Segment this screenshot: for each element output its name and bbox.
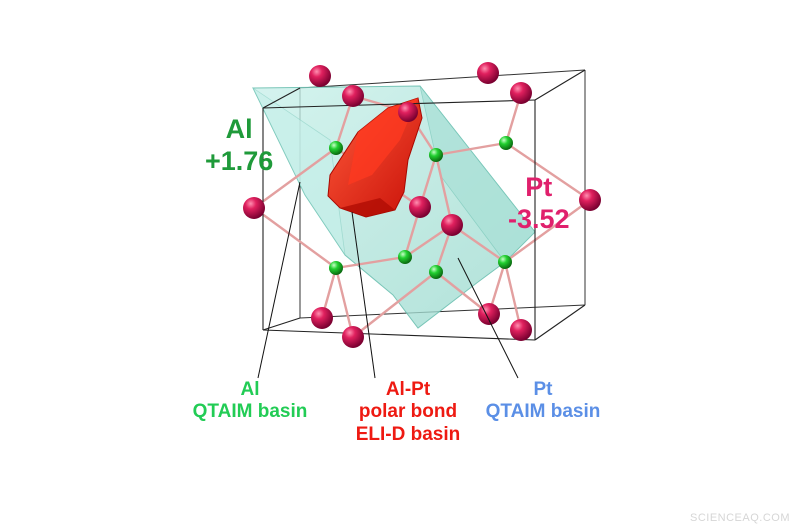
al-pt-bond	[334, 255, 407, 270]
pt-element-text: Pt	[525, 172, 553, 202]
cell-edge	[262, 99, 536, 109]
al-atom	[499, 136, 513, 150]
bond-basin-line2: polar bond	[358, 401, 458, 423]
al-pt-bond	[252, 206, 338, 270]
al-pt-bond	[434, 141, 508, 157]
al-pt-bond	[252, 146, 338, 210]
al-pt-bond	[434, 153, 454, 227]
pt-atom	[342, 326, 364, 348]
pt-charge-label: Pt -3.52	[508, 172, 570, 236]
bond-basin-line3: ELI-D basin	[355, 423, 461, 445]
pt-atom	[510, 82, 532, 104]
pt-atom	[477, 62, 499, 84]
al-charge-label: Al +1.76	[205, 114, 273, 178]
unit-cell-front-edges	[262, 69, 586, 341]
al-basin-leader	[257, 181, 301, 379]
al-atom	[498, 255, 512, 269]
bond-basin-leader	[351, 211, 376, 379]
cell-edge	[299, 69, 586, 89]
al-pt-bond	[351, 270, 438, 339]
al-atom	[329, 261, 343, 275]
al-atom	[429, 265, 443, 279]
pt-atom	[309, 65, 331, 87]
pt-qtaim-basin-label: Pt QTAIM basin	[468, 379, 618, 424]
al-pt-bond	[434, 270, 491, 316]
al-atom	[329, 141, 343, 155]
al-pt-bond	[334, 266, 355, 339]
al-element-text: Al	[225, 114, 253, 144]
al-qtaim-basin-label: Al QTAIM basin	[175, 379, 325, 424]
al-atom	[398, 250, 412, 264]
al-basin-line1: Al	[240, 379, 260, 400]
al-pt-bond	[503, 260, 523, 332]
al-pt-elid-basin	[327, 97, 423, 218]
cell-edge	[262, 329, 536, 341]
al-pt-bond-basin-label: Al-Pt polar bond ELI-D basin	[338, 379, 478, 446]
pt-charge-value: -3.52	[508, 203, 570, 234]
al-atoms	[329, 136, 513, 279]
al-atom	[429, 148, 443, 162]
watermark: SCIENCEAQ.COM	[689, 512, 790, 524]
al-pt-bond	[503, 198, 592, 264]
leader-lines	[257, 181, 519, 379]
pt-atom	[579, 189, 601, 211]
cell-edge	[534, 69, 586, 101]
pt-atom	[398, 102, 418, 122]
pt-atom	[342, 85, 364, 107]
pt-basin-line2: QTAIM basin	[485, 401, 601, 423]
cell-edge	[534, 304, 586, 341]
bond-basin-line1: Al-Pt	[385, 379, 431, 400]
pt-atom	[441, 214, 463, 236]
pt-basin-leader	[457, 257, 519, 379]
elid-basin-facet	[340, 198, 395, 217]
pt-atom	[311, 307, 333, 329]
pt-atom	[478, 303, 500, 325]
pt-qtaim-basin-facet	[251, 86, 346, 256]
pt-atom	[510, 319, 532, 341]
cell-edge	[262, 87, 301, 109]
pt-atom	[409, 196, 431, 218]
elid-basin-facet	[348, 98, 418, 185]
al-pt-bond	[504, 141, 592, 202]
pt-atom	[243, 197, 265, 219]
al-charge-value: +1.76	[205, 145, 274, 176]
pt-atoms	[243, 62, 601, 348]
pt-basin-line1: Pt	[533, 379, 553, 400]
al-basin-line2: QTAIM basin	[192, 401, 308, 423]
